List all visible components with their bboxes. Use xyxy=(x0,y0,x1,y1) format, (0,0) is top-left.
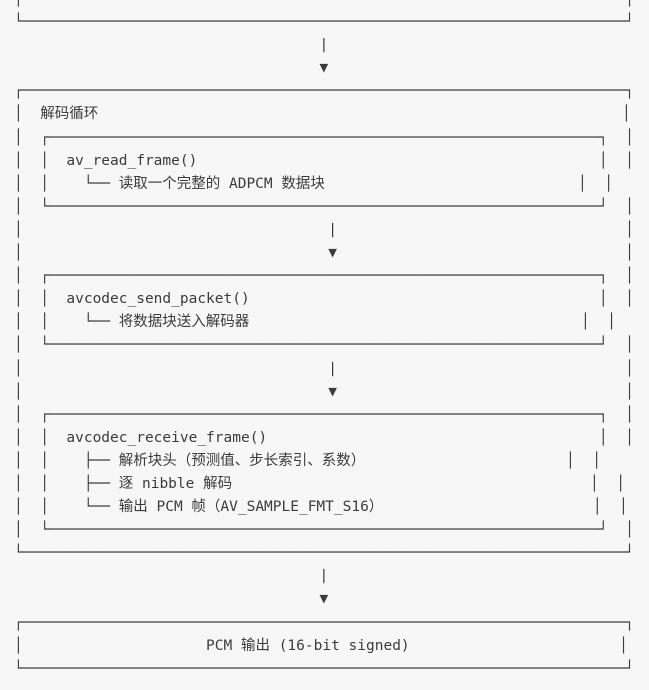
connector-loop-to-output-stem: | xyxy=(14,568,329,585)
step-avcodec-send-packet-bottom-edge: │ └─────────────────────────────────────… xyxy=(14,337,634,354)
loop-box-bottom-edge: └───────────────────────────────────────… xyxy=(14,545,634,562)
connector-top-to-loop-stem: | xyxy=(14,37,329,54)
pcm-output-box-bottom-edge: └───────────────────────────────────────… xyxy=(14,660,634,677)
step-av-read-frame-bottom-edge: │ └─────────────────────────────────────… xyxy=(14,198,634,215)
connector-send-to-receive-stem: │ | │ xyxy=(14,360,634,377)
step-av-read-frame-top-edge: │ ┌─────────────────────────────────────… xyxy=(14,129,634,146)
step-avcodec-send-packet-child-1: │ │ └── 将数据块送入解码器 │ │ xyxy=(14,314,616,331)
pcm-output-box-top-edge: ┌───────────────────────────────────────… xyxy=(14,614,634,631)
connector-send-to-receive-arrow-down-icon: │ ▼ │ xyxy=(14,383,634,400)
connector-read-to-send-arrow-down-icon: │ ▼ │ xyxy=(14,245,634,262)
adpcm-decode-flow-diagram: │ │ └────────────────────────────────────… xyxy=(14,0,634,681)
step-avcodec-receive-frame-child-3: │ │ └── 输出 PCM 帧（AV_SAMPLE_FMT_S16） │ │ xyxy=(14,499,628,516)
connector-read-to-send-stem: │ | │ xyxy=(14,221,634,238)
step-av-read-frame-title: │ │ av_read_frame() │ │ xyxy=(14,152,634,169)
step-avcodec-send-packet-title: │ │ avcodec_send_packet() │ │ xyxy=(14,291,634,308)
connector-loop-to-output-arrow-down-icon: ▼ xyxy=(14,591,329,608)
loop-box-top-edge: ┌───────────────────────────────────────… xyxy=(14,83,634,100)
connector-top-to-loop-arrow-down-icon: ▼ xyxy=(14,60,329,77)
diagram-line: │ │ xyxy=(14,0,634,11)
step-avcodec-receive-frame-top-edge: │ ┌─────────────────────────────────────… xyxy=(14,406,634,423)
pcm-output-box-label: │ PCM 输出 (16-bit signed) │ xyxy=(14,637,628,654)
step-avcodec-receive-frame-child-2: │ │ ├── 逐 nibble 解码 │ │ xyxy=(14,475,625,492)
loop-box-label-decode-loop: │ 解码循环 │ xyxy=(14,106,631,123)
step-avcodec-receive-frame-title: │ │ avcodec_receive_frame() │ │ xyxy=(14,429,634,446)
step-avcodec-send-packet-top-edge: │ ┌─────────────────────────────────────… xyxy=(14,268,634,285)
step-av-read-frame-child-1: │ │ └── 读取一个完整的 ADPCM 数据块 │ │ xyxy=(14,175,613,192)
step-avcodec-receive-frame-bottom-edge: │ └─────────────────────────────────────… xyxy=(14,522,634,539)
step-avcodec-receive-frame-child-1: │ │ ├── 解析块头（预测值、步长索引、系数） │ │ xyxy=(14,452,601,469)
diagram-line-top-box-bottom-edge: └───────────────────────────────────────… xyxy=(14,14,634,31)
